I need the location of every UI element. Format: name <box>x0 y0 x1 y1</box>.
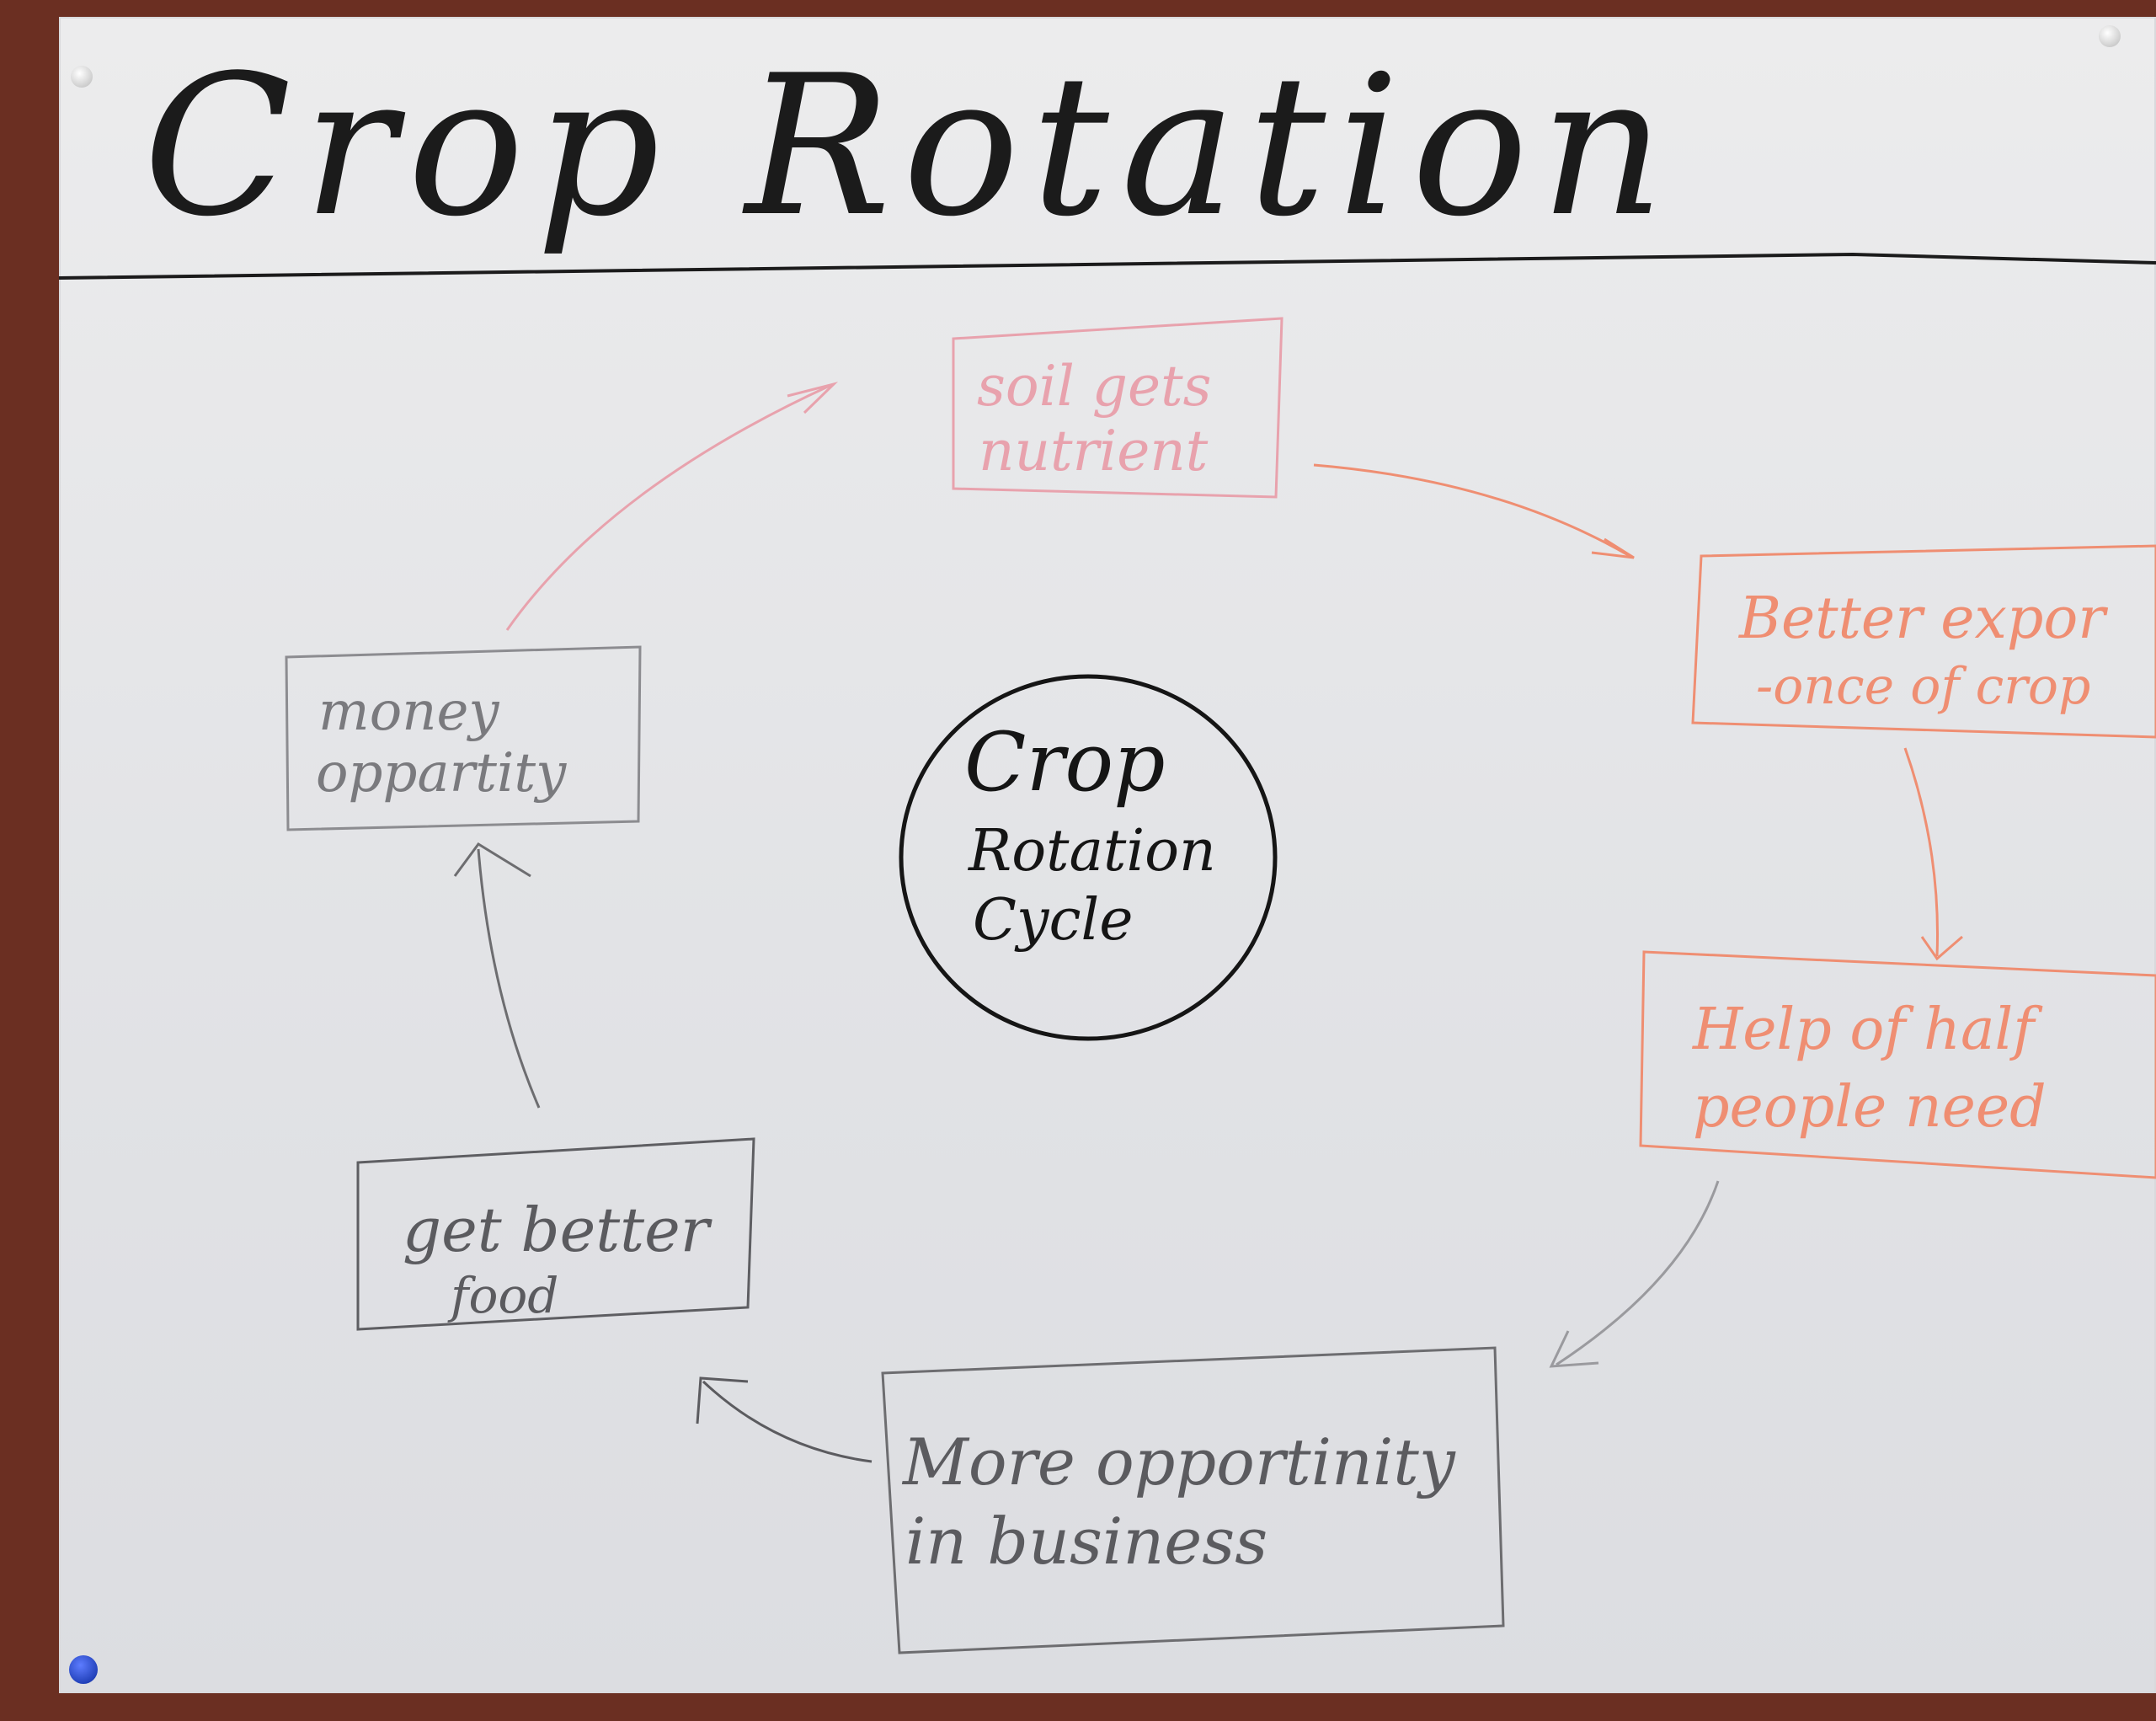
soil-text-line1: soil gets <box>977 354 1212 419</box>
box-food <box>356 1137 755 1331</box>
help-text-line2: people need <box>1693 1074 2047 1141</box>
box-business <box>881 1346 1505 1654</box>
soil-text-line2: nutrient <box>979 419 1209 484</box>
box-soil <box>952 317 1283 499</box>
title-underline <box>58 252 2156 280</box>
box-help <box>1639 950 2156 1179</box>
arrow-food-to-money <box>453 842 541 1109</box>
food-text-line1: get better <box>403 1195 710 1265</box>
arrow-export-to-help <box>1903 747 1963 961</box>
food-text-line2: food <box>451 1267 559 1324</box>
poster-title: Crop Rotation <box>143 35 1677 259</box>
center-circle <box>899 674 1278 1041</box>
pushpin-bottom-left <box>69 1655 98 1684</box>
center-text-line3: Cycle <box>973 887 1134 954</box>
arrow-business-to-food <box>696 1376 873 1463</box>
help-text-line1: Help of half <box>1693 997 2035 1063</box>
arrow-soil-to-export <box>1313 463 1635 559</box>
box-money <box>285 645 642 831</box>
pushpin-top-right <box>2099 25 2121 47</box>
center-text-line1: Crop <box>964 715 1166 810</box>
pushpin-top-left <box>71 66 93 88</box>
money-text-line2: oppartity <box>316 742 567 804</box>
business-text-line1: More opportinity <box>903 1424 1455 1499</box>
money-text-line1: money <box>318 681 499 743</box>
center-text-line2: Rotation <box>969 818 1216 885</box>
box-export <box>1691 544 2156 739</box>
business-text-line2: in business <box>905 1504 1268 1579</box>
export-text-line1: Better expor <box>1739 585 2105 652</box>
arrow-help-to-business <box>1549 1180 1720 1368</box>
poster-board <box>59 17 2156 1693</box>
arrow-money-to-soil <box>505 382 839 631</box>
export-text-line2: -once of crop <box>1756 657 2091 716</box>
